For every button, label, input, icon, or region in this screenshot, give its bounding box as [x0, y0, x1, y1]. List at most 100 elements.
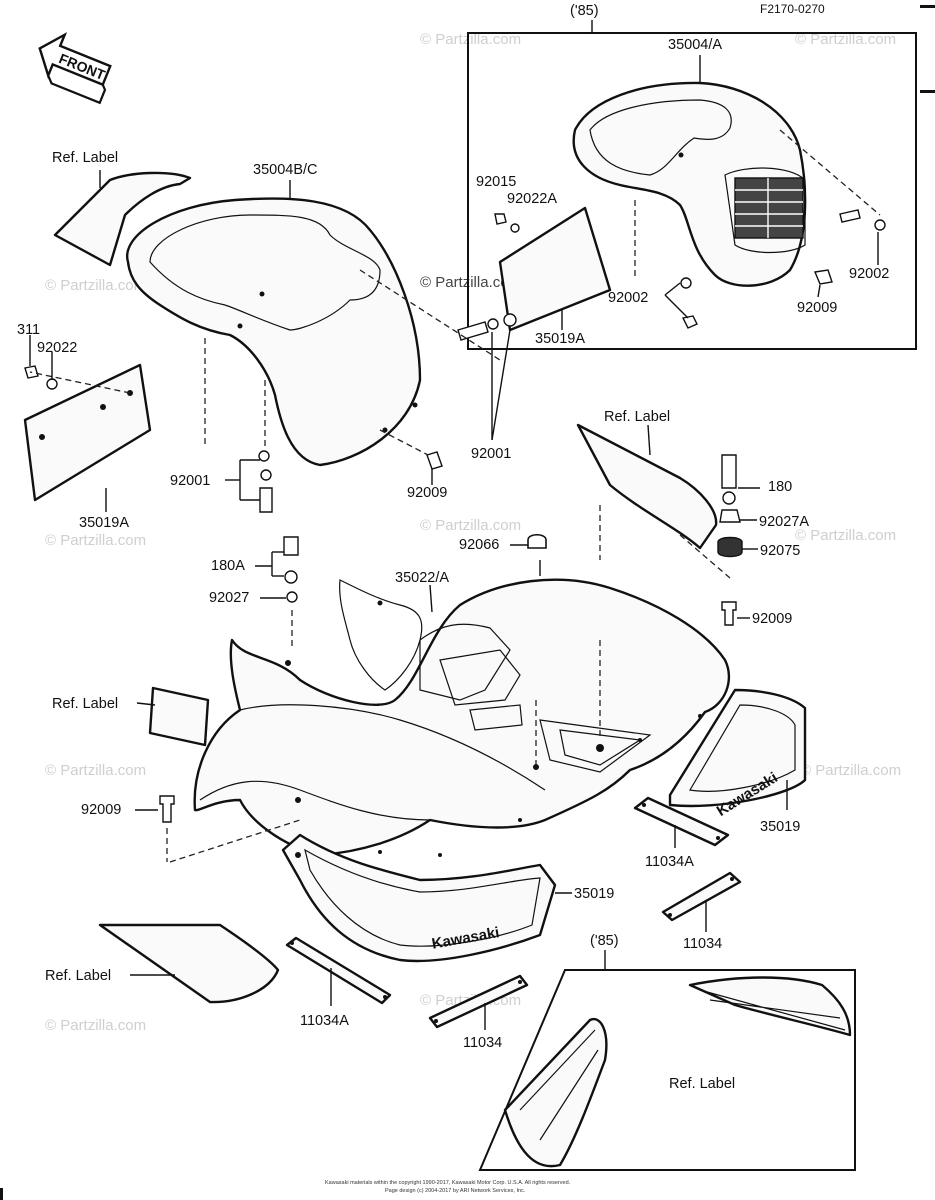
washer-92001-right-b-icon — [503, 313, 517, 327]
cap-92066-icon — [527, 533, 547, 549]
part-11034-right: 11034 — [683, 936, 722, 952]
bolt-92009-bottom-icon — [159, 795, 175, 823]
watermark: © Partzilla.com — [420, 517, 521, 534]
ref-label-inset-bottom: Ref. Label — [669, 1076, 735, 1092]
part-35004A: 35004/A — [668, 37, 722, 53]
bracket-11034A-right — [633, 796, 730, 847]
mudflap-35019-center-group: Kawasaki 35019 — [281, 833, 614, 963]
right-hardware-group: Ref. Label 180 92027A 92075 92009 — [576, 409, 809, 627]
mudflap-35019-center — [281, 833, 557, 963]
washer-92002-icon — [680, 277, 692, 289]
grommet-92075-icon — [717, 536, 743, 558]
part-35022A: 35022/A — [395, 570, 449, 586]
inset-tag-bottom: ('85) — [590, 933, 619, 949]
watermark: © Partzilla.com — [795, 527, 896, 544]
bolt-92001-left-icon — [259, 487, 273, 513]
bracket-11034A-bottom — [285, 936, 392, 1005]
part-92009-inset: 92009 — [797, 300, 837, 316]
front-arrow-icon: FRONT — [38, 32, 112, 105]
plate-35019A-inset — [498, 206, 612, 332]
part-92009-right: 92009 — [752, 611, 792, 627]
ref-label-decal-inset-right — [688, 976, 852, 1037]
rear-fender-35004BC — [125, 197, 422, 467]
ref-label-decal-top-left — [53, 171, 192, 267]
edge-mark — [0, 1188, 3, 1200]
part-92022A: 92022A — [507, 191, 557, 207]
watermark: © Partzilla.com — [800, 762, 901, 779]
part-35019A-inset: 35019A — [535, 331, 585, 347]
washer-92001-b-icon — [260, 469, 272, 481]
part-11034A-right: 11034A — [645, 854, 694, 870]
washer-92001-a-icon — [258, 450, 270, 462]
washer-92022A-icon — [510, 223, 520, 233]
bolt-92009-inset-icon — [814, 269, 833, 285]
ref-label-bottom-left: Ref. Label — [45, 968, 111, 984]
watermark: © Partzilla.com — [420, 31, 521, 48]
part-35019-right: 35019 — [760, 819, 800, 835]
tail-light-grille — [734, 177, 804, 239]
part-92022: 92022 — [37, 340, 77, 356]
part-92002-b: 92002 — [849, 266, 889, 282]
part-11034A-bottom: 11034A — [300, 1013, 349, 1029]
diagram-code: F2170-0270 — [760, 2, 825, 16]
part-92009-left: 92009 — [407, 485, 447, 501]
bolt-92009-left-icon — [426, 451, 443, 470]
part-92001-left: 92001 — [170, 473, 210, 489]
copyright-line-1: Kawasaki materials within the copyright … — [325, 1180, 571, 1186]
mudflap-35019-right — [668, 688, 807, 808]
washer-180A-icon — [284, 570, 298, 584]
part-92015: 92015 — [476, 174, 516, 190]
part-92066: 92066 — [459, 537, 499, 553]
bracket-11034-right — [661, 871, 742, 922]
ref-label-decal-bottom-left — [98, 923, 280, 1004]
part-180: 180 — [768, 479, 792, 495]
part-35019A: 35019A — [79, 515, 129, 531]
bolt-92002-icon — [839, 209, 861, 223]
ref-label-right-mid: Ref. Label — [604, 409, 670, 425]
part-92002-a: 92002 — [608, 290, 648, 306]
nut-92015-icon — [494, 213, 507, 225]
part-92001-right: 92001 — [471, 446, 511, 462]
bolt-180-icon — [721, 454, 737, 489]
bracket-11034-bottom — [428, 974, 529, 1029]
copyright-line-2: Page design (c) 2004-2017 by ARI Network… — [385, 1188, 526, 1194]
watermark: © Partzilla.com — [795, 31, 896, 48]
inset-85-bottom: ('85) Ref. Label — [478, 933, 856, 1171]
plate-35019A — [23, 363, 152, 502]
nut-92002-icon — [681, 315, 698, 329]
rear-fender-35004BC-group: Ref. Label 35004B/C 311 92022 92001 9200… — [17, 150, 517, 531]
inset-tag: ('85) — [570, 3, 599, 19]
watermark: © Partzilla.com — [45, 762, 146, 779]
washer-92027A-stack-icon — [722, 491, 736, 505]
washer-92001-right-icon — [487, 318, 499, 330]
ref-label-top-left: Ref. Label — [52, 150, 118, 166]
part-92027A: 92027A — [759, 514, 809, 530]
rear-fender-35022A — [193, 578, 731, 857]
washer-92027-icon — [286, 591, 298, 603]
collar-92027A-icon — [719, 509, 741, 523]
part-92009-bottom: 92009 — [81, 802, 121, 818]
brackets-group: 11034A 11034 11034A 11034 — [285, 796, 742, 1051]
bolt-92009-right-icon — [721, 601, 737, 626]
bolt-92001-right-icon — [457, 321, 489, 341]
bolt-180A-icon — [283, 536, 299, 556]
rear-fender-35022A-group: 92066 180A 92027 35022/A Ref. Label 9200… — [52, 533, 731, 863]
edge-mark — [920, 90, 935, 93]
part-11034-bottom: 11034 — [463, 1035, 502, 1051]
watermark: © Partzilla.com — [45, 1017, 146, 1034]
ref-label-decal-inset-left — [503, 1017, 608, 1168]
ref-label-decal-left-mid — [148, 686, 210, 747]
watermark: © Partzilla.com — [45, 532, 146, 549]
part-311: 311 — [17, 322, 40, 338]
part-92075: 92075 — [760, 543, 800, 559]
ref-label-left-mid: Ref. Label — [52, 696, 118, 712]
inset-85-box: ('85) 35004/A — [467, 3, 917, 350]
ref-label-decal-right-mid — [576, 423, 718, 550]
part-180A: 180A — [211, 558, 245, 574]
edge-mark — [920, 5, 935, 8]
watermark: © Partzilla.com — [45, 277, 146, 294]
part-35019-center: 35019 — [574, 886, 614, 902]
washer-92002b-icon — [874, 219, 886, 231]
ref-label-bottom-left-group: Ref. Label — [45, 923, 280, 1004]
